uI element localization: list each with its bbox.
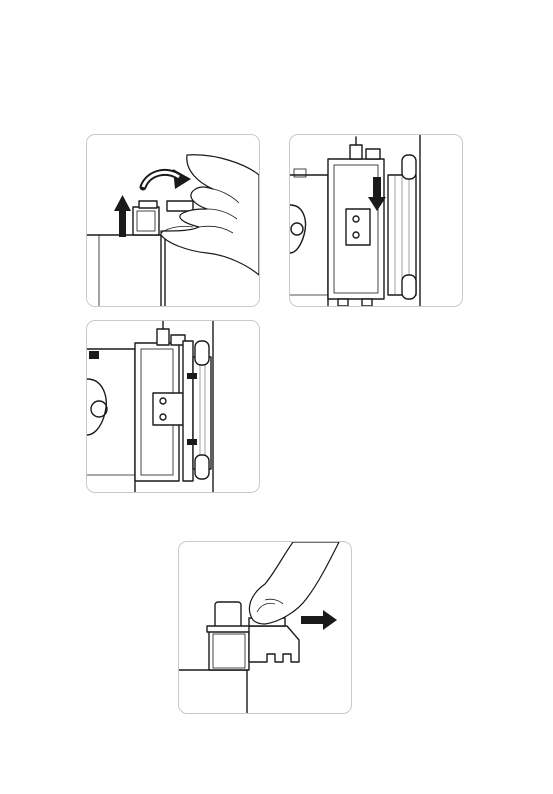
hand-icon (249, 542, 339, 624)
figure-bracket-seated (86, 320, 260, 493)
illustration-lift-rotate (87, 135, 259, 306)
illustration-slide-down (290, 135, 462, 306)
base-block (209, 630, 249, 670)
right-arrow-icon (301, 610, 337, 630)
up-arrow-icon (114, 195, 131, 237)
figure-push-release-tab (178, 541, 352, 714)
figure-lift-rotate-cap (86, 134, 260, 307)
illustration-push-release (179, 542, 351, 713)
figure-slide-bracket-down (289, 134, 463, 307)
release-tab (249, 626, 299, 662)
curved-arrow-icon (143, 169, 191, 189)
illustration-bracket-seated (87, 321, 259, 492)
